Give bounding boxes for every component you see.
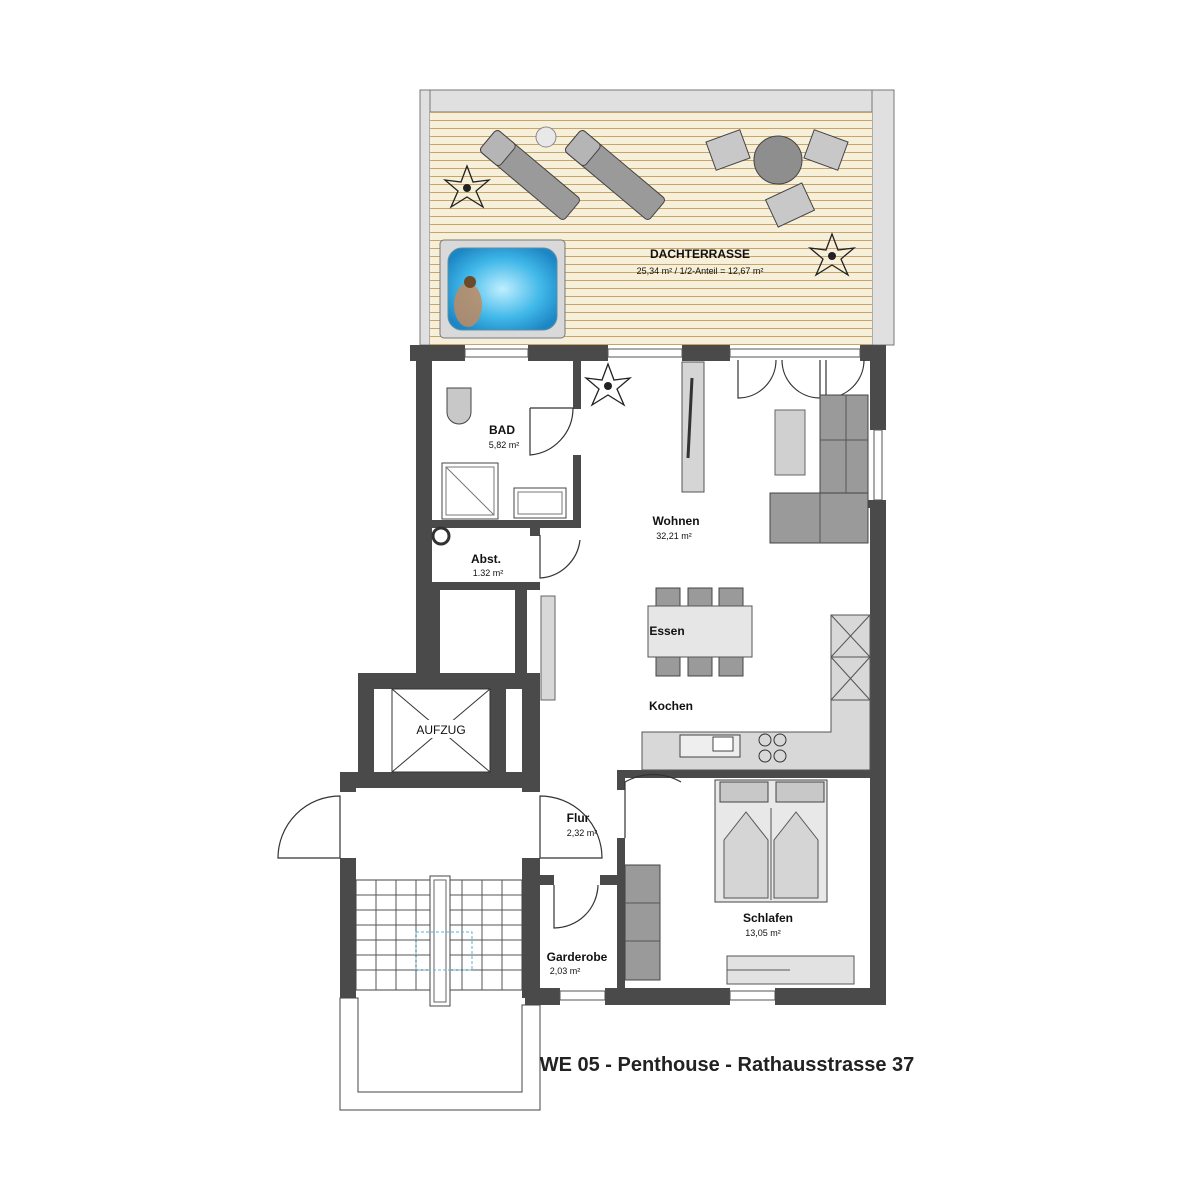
plan-title: WE 05 - Penthouse - Rathausstrasse 37 — [540, 1054, 915, 1076]
room-label-dachterrasse: DACHTERRASSE — [650, 247, 750, 261]
room-label-kochen: Kochen — [649, 699, 693, 713]
elevator: AUFZUG — [391, 688, 491, 773]
room-area-abst: 1.32 m² — [473, 568, 504, 578]
plant-icon — [442, 164, 492, 209]
stairwell — [339, 875, 541, 1111]
terrace-table-set — [705, 129, 849, 228]
room-area-dachterrasse: 25,34 m² / 1/2-Anteil = 12,67 m² — [637, 266, 764, 276]
room-area-wohnen: 32,21 m² — [656, 531, 692, 541]
room-area-bad: 5,82 m² — [489, 440, 520, 450]
living-area: Wohnen 32,21 m² Essen Kochen — [540, 361, 871, 771]
kitchen-counter — [641, 614, 871, 771]
bathroom: BAD 5,82 m² — [431, 387, 567, 546]
room-area-schlafen: 13,05 m² — [745, 928, 781, 938]
hot-tub — [439, 239, 566, 339]
side-table-icon — [535, 126, 557, 148]
dining-table — [647, 587, 753, 677]
sun-lounger-right — [565, 130, 665, 220]
doors — [277, 359, 865, 929]
sideboard — [681, 361, 705, 493]
exterior-walls — [410, 345, 886, 1005]
room-label-flur: Flur — [567, 811, 590, 825]
wardrobe — [624, 864, 661, 981]
room-area-flur: 2,32 m² — [567, 828, 598, 838]
room-label-wohnen: Wohnen — [652, 514, 699, 528]
coffee-table — [774, 409, 806, 476]
bedroom: Schlafen 13,05 m² — [624, 779, 855, 985]
room-area-garderobe: 2,03 m² — [550, 966, 581, 976]
room-label-aufzug: AUFZUG — [416, 723, 465, 737]
room-label-abst: Abst. — [471, 552, 501, 566]
cooktop-icon — [758, 733, 787, 763]
room-label-schlafen: Schlafen — [743, 911, 793, 925]
plant-icon — [583, 362, 633, 407]
room-label-essen: Essen — [649, 624, 684, 638]
room-label-bad: BAD — [489, 423, 515, 437]
sun-lounger-left — [480, 130, 580, 220]
plant-icon — [807, 232, 857, 277]
roof-terrace: DACHTERRASSE 25,34 m² / 1/2-Anteil = 12,… — [419, 89, 895, 346]
pipe-icon — [431, 526, 451, 546]
bathtub — [513, 487, 567, 519]
interior-walls — [340, 361, 870, 998]
room-label-garderobe: Garderobe — [547, 950, 608, 964]
sofa — [769, 394, 869, 544]
wall-cabinet — [540, 595, 556, 701]
